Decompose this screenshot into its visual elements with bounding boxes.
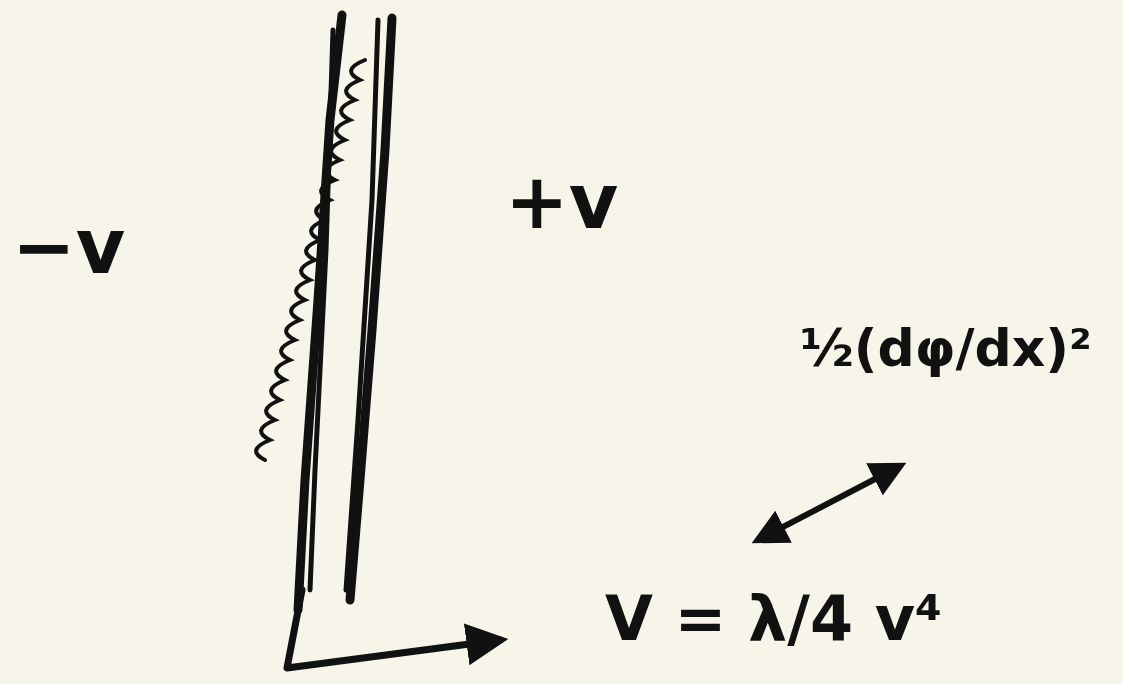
math-label: −v (12, 205, 125, 289)
double-arrow (758, 466, 900, 540)
domain-wall (256, 15, 392, 610)
math-label: V = λ/4 v⁴ (605, 585, 942, 653)
axes (287, 590, 500, 668)
math-label: ½(dφ/dx)² (800, 320, 1092, 377)
math-label: +v (505, 160, 618, 244)
